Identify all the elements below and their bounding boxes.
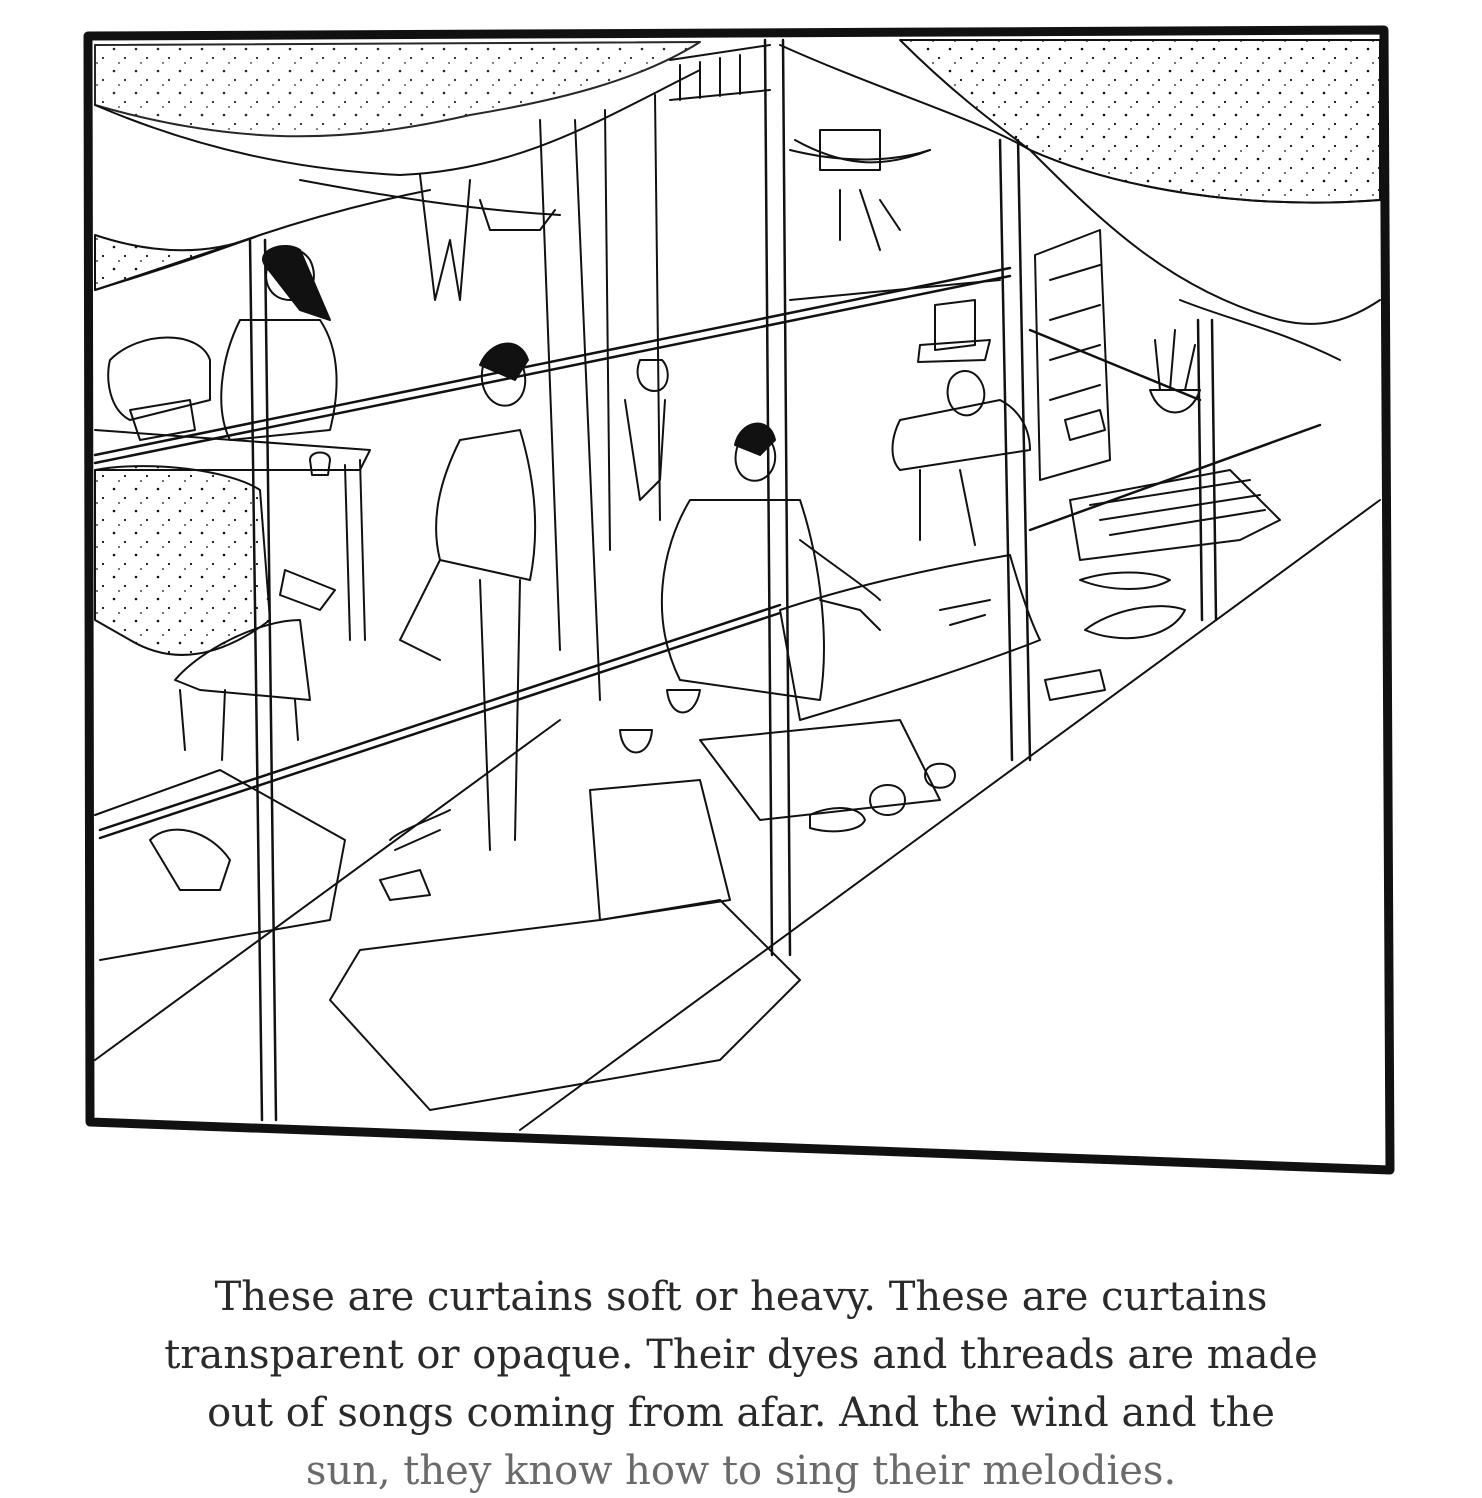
clothesline <box>299 129 931 301</box>
floor <box>94 499 1381 1131</box>
furniture <box>94 299 1281 961</box>
frame-border <box>83 25 1395 1175</box>
caption-line-1: These are curtains soft or heavy. These … <box>214 1274 1268 1320</box>
caption-line-2: transparent or opaque. Their dyes and th… <box>164 1332 1318 1378</box>
canopy-drapes <box>94 39 1381 361</box>
back-wall <box>539 44 1201 701</box>
objects <box>279 409 1186 901</box>
caption-paragraph: These are curtains soft or heavy. These … <box>150 1268 1332 1498</box>
horizontal-rods <box>93 266 1322 840</box>
caption-line-3: out of songs coming from afar. And the w… <box>207 1390 1275 1436</box>
tent-poles <box>248 38 1218 1122</box>
quilt <box>779 554 1041 721</box>
caption-line-4: sun, they know how to sing their melodie… <box>305 1448 1177 1494</box>
figures <box>220 245 1031 851</box>
illustration-curtain-room <box>83 25 1395 1175</box>
